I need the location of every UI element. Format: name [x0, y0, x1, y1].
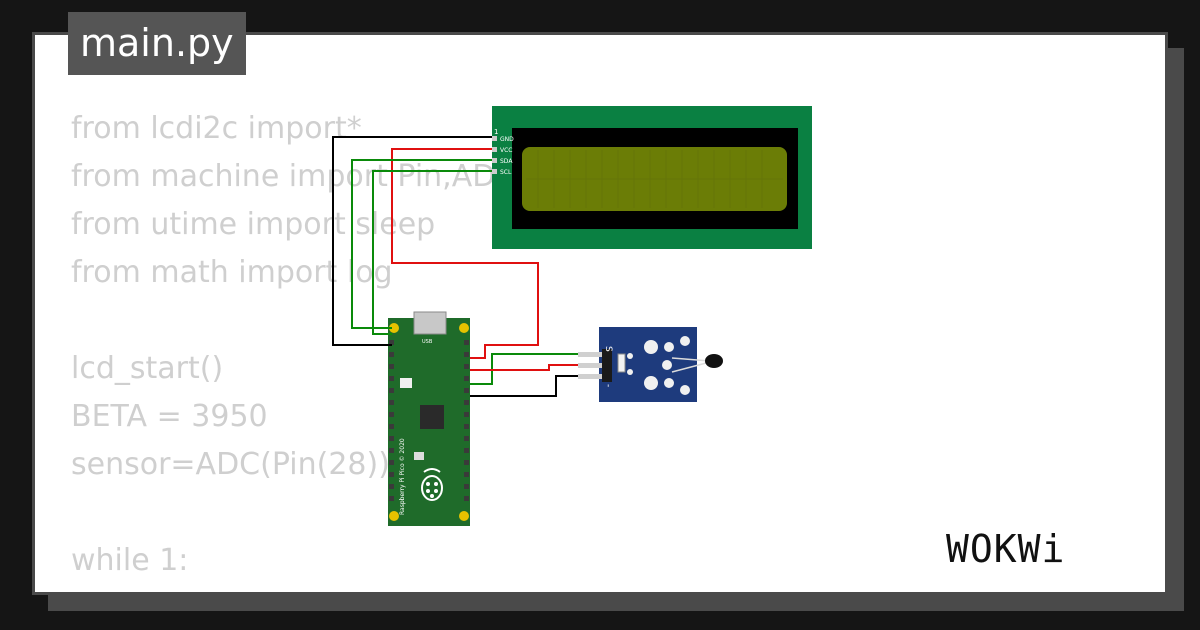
solder-pad-icon — [627, 369, 633, 375]
lcd-display[interactable]: 1 GND VCC SDA SCL — [492, 106, 812, 249]
code-listing: from lcdi2c import* from machine import P… — [71, 105, 517, 592]
wire-vcc-lcd[interactable] — [391, 148, 539, 359]
filename-tab[interactable]: main.py — [68, 12, 246, 75]
mount-hole-icon — [459, 323, 469, 333]
mount-hole-icon — [389, 323, 399, 333]
solder-pad-icon — [664, 342, 674, 352]
solder-pad-icon — [644, 340, 658, 354]
wire-gnd-lcd[interactable] — [332, 136, 492, 346]
lcd-pin-label: GND — [500, 136, 514, 143]
code-line: sensor=ADC(Pin(28)) — [71, 447, 390, 482]
code-line: from machine import Pin,ADC — [71, 159, 517, 194]
thermistor-leads — [671, 357, 711, 373]
code-line: BETA = 3950 — [71, 399, 268, 434]
pico-silkscreen-label: Raspberry Pi Pico © 2020 — [399, 438, 406, 515]
sensor-pin[interactable] — [578, 352, 602, 357]
mount-hole-icon — [459, 511, 469, 521]
thermistor-icon — [705, 354, 723, 368]
lcd-pin-label: SCL — [500, 169, 512, 176]
code-line: from utime import sleep — [71, 207, 436, 242]
solder-pad-icon — [627, 353, 633, 359]
solder-pad-icon — [664, 378, 674, 388]
lcd-pin-vcc[interactable] — [492, 147, 497, 152]
sensor-pin-s-label: S — [603, 346, 613, 352]
sensor-pin-minus-label: - — [603, 384, 613, 387]
led-icon — [414, 452, 424, 460]
solder-pad-icon — [680, 336, 690, 346]
lcd-pin-scl[interactable] — [492, 169, 497, 174]
code-line: from lcdi2c import* — [71, 111, 362, 146]
lcd-pin-index: 1 — [494, 128, 498, 136]
lcd-pin-gnd[interactable] — [492, 136, 497, 141]
code-line: lcd_start() — [71, 351, 224, 386]
wire-scl-lcd[interactable] — [372, 170, 492, 335]
ntc-sensor-module[interactable]: S - — [578, 327, 723, 402]
usb-connector-icon — [413, 311, 447, 335]
sensor-header — [602, 349, 612, 382]
wires — [332, 136, 578, 397]
wire-sensor-vcc[interactable] — [470, 364, 578, 371]
raspberry-logo-icon — [421, 468, 443, 501]
wokwi-logo[interactable]: WOKWi — [940, 495, 1155, 575]
wokwi-logo-text: WOKWi — [946, 527, 1065, 571]
pico-board[interactable]: USB — [388, 311, 470, 526]
usb-label: USB — [422, 339, 433, 345]
bootsel-button[interactable] — [400, 378, 412, 388]
solder-pad-icon — [680, 385, 690, 395]
code-line: while 1: — [71, 543, 189, 578]
resistor-icon — [617, 353, 626, 373]
sensor-pin[interactable] — [578, 374, 602, 379]
code-line: refer_V = sensor(0.0000) — [71, 585, 516, 592]
wire-sensor-gnd[interactable] — [470, 375, 578, 397]
lcd-pin-label: VCC — [500, 147, 512, 154]
code-line: from math import log — [71, 255, 393, 290]
pico-pins-right — [464, 340, 469, 501]
solder-pad-icon — [644, 376, 658, 390]
solder-pad-icon — [662, 360, 672, 370]
lcd-pin-sda[interactable] — [492, 158, 497, 163]
lcd-char-grid — [526, 150, 783, 208]
lcd-pin-label: SDA — [500, 158, 513, 165]
sensor-pin[interactable] — [578, 363, 602, 368]
pico-pins-left — [389, 340, 394, 501]
mount-hole-icon — [389, 511, 399, 521]
rp2040-chip — [420, 405, 444, 429]
